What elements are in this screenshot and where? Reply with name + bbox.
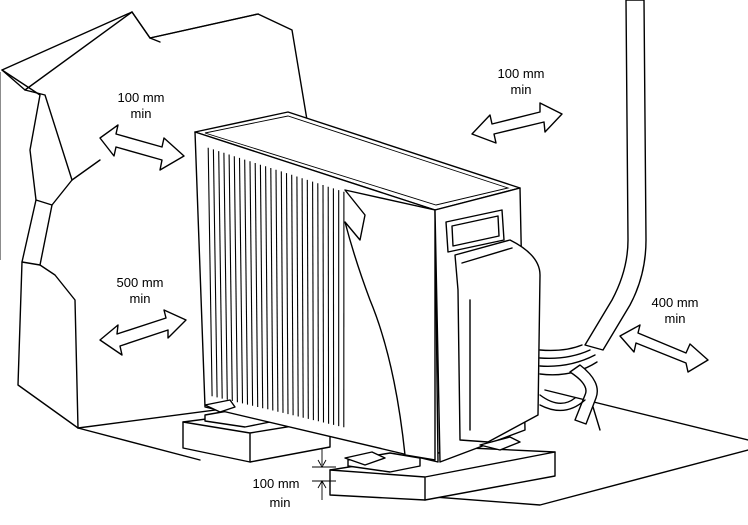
clearance-label-back-1: 100 mm: [498, 66, 545, 81]
clearance-label-left-rear-2: min: [131, 106, 152, 121]
clearance-label-bottom-2: min: [270, 495, 291, 510]
clearance-label-back-2: min: [511, 82, 532, 97]
arrow-back: [472, 103, 562, 143]
clearance-label-left-front-1: 500 mm: [117, 275, 164, 290]
clearance-label-bottom-1: 100 mm: [253, 476, 300, 491]
clearance-label-right-1: 400 mm: [652, 295, 699, 310]
outdoor-unit: [195, 112, 540, 465]
clearance-label-left-rear-1: 100 mm: [118, 90, 165, 105]
clearance-label-right-2: min: [665, 311, 686, 326]
coil-fin: [318, 183, 319, 421]
clearance-label-left-front-2: min: [130, 291, 151, 306]
refrigerant-pipe: [540, 0, 646, 424]
arrow-right: [620, 325, 708, 372]
coil-fin: [323, 185, 324, 423]
